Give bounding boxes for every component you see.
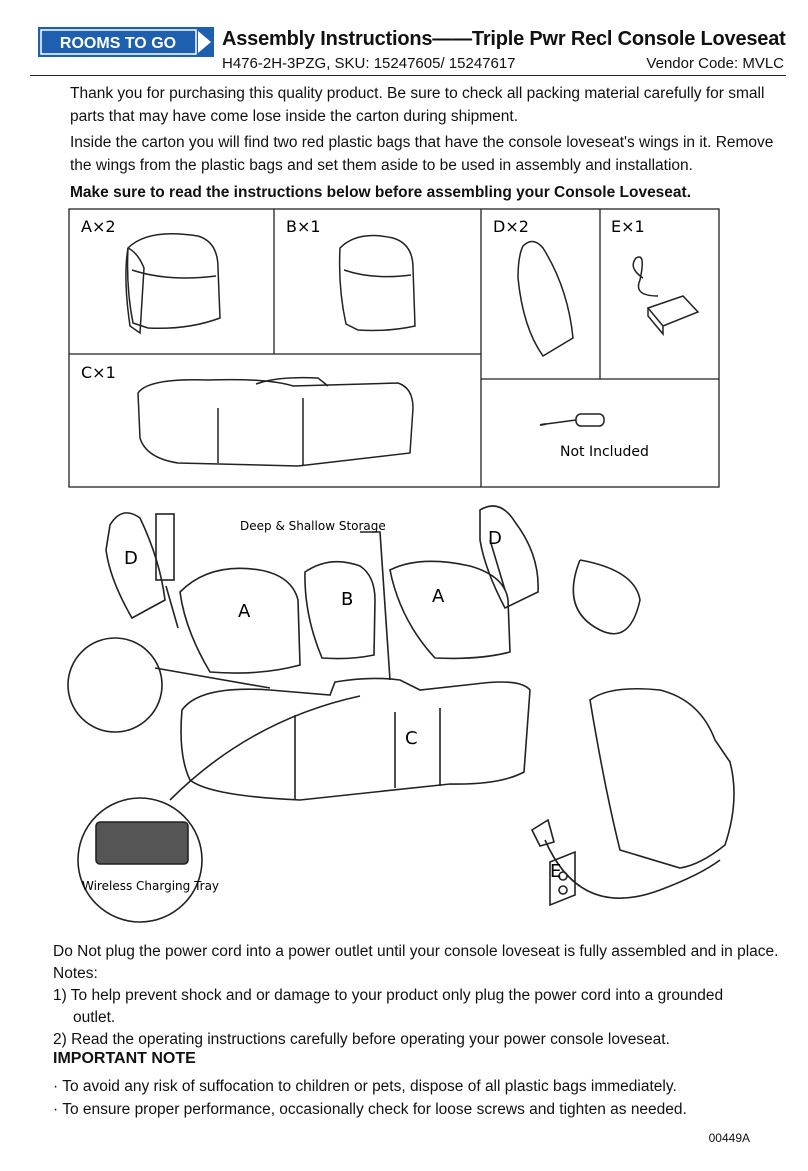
logo-text: ROOMS TO GO bbox=[60, 35, 176, 52]
intro-paragraph-2: Inside the carton you will find two red … bbox=[70, 134, 774, 174]
part-c-label: C×1 bbox=[81, 363, 116, 382]
seat-b bbox=[304, 560, 376, 660]
header-divider bbox=[30, 75, 786, 76]
document-number: 00449A bbox=[708, 1131, 750, 1145]
screwdriver-icon bbox=[539, 413, 605, 427]
important-bullet-2: · To ensure proper performance, occasion… bbox=[53, 1101, 687, 1118]
important-bullet-1: · To avoid any risk of suffocation to ch… bbox=[53, 1078, 677, 1095]
label-e: E bbox=[550, 861, 561, 882]
note-2: 2) Read the operating instructions caref… bbox=[53, 1031, 670, 1048]
important-heading: IMPORTANT NOTE bbox=[53, 1050, 196, 1067]
part-a-drawing bbox=[125, 233, 221, 335]
label-c: C bbox=[405, 728, 418, 749]
rooms-to-go-logo: ROOMS TO GO bbox=[38, 27, 214, 57]
storage-pointer bbox=[360, 531, 391, 681]
detail-zoom-circle bbox=[67, 637, 163, 733]
power-warning: Do Not plug the power cord into a power … bbox=[53, 943, 779, 960]
parts-table: A×2 B×1 D×2 E×1 C×1 Not Included bbox=[68, 208, 720, 488]
wing-d-right bbox=[479, 505, 539, 610]
label-d-left: D bbox=[124, 548, 138, 569]
seat-a-right bbox=[389, 560, 511, 660]
vendor-code: Vendor Code: MVLC bbox=[646, 55, 784, 72]
product-codes: H476-2H-3PZG, SKU: 15247605/ 15247617 bbox=[222, 55, 516, 72]
label-b: B bbox=[341, 589, 353, 610]
part-b-label: B×1 bbox=[286, 217, 321, 236]
tray-zoom-circle bbox=[77, 797, 203, 923]
arrow-right bbox=[489, 539, 506, 591]
label-a-left: A bbox=[238, 601, 251, 622]
part-a-label: A×2 bbox=[81, 217, 116, 236]
part-d-label: D×2 bbox=[493, 217, 529, 236]
seat-a-left bbox=[179, 567, 301, 674]
intro-paragraph-1: Thank you for purchasing this quality pr… bbox=[70, 85, 765, 125]
label-d-right: D bbox=[488, 528, 502, 549]
recliner-side bbox=[589, 687, 735, 869]
label-a-right: A bbox=[432, 586, 445, 607]
arrow-left bbox=[165, 585, 179, 629]
part-d-drawing bbox=[517, 240, 574, 357]
storage-label: Deep & Shallow Storage bbox=[240, 519, 386, 533]
part-b-drawing bbox=[338, 234, 416, 332]
note-1-cont: outlet. bbox=[73, 1009, 116, 1026]
notes-heading: Notes: bbox=[53, 965, 98, 982]
tray-label: Wireless Charging Tray bbox=[82, 879, 219, 893]
part-e-label: E×1 bbox=[611, 217, 645, 236]
wing-d-left bbox=[105, 512, 166, 620]
note-1: 1) To help prevent shock and or damage t… bbox=[53, 987, 724, 1004]
assembly-diagram: Deep & Shallow Storage D D A B A C E Wir… bbox=[67, 505, 735, 923]
instructions-warning: Make sure to read the instructions below… bbox=[70, 184, 692, 201]
tool-not-included: Not Included bbox=[560, 444, 649, 460]
bracket bbox=[155, 513, 175, 581]
part-c-drawing bbox=[137, 376, 414, 467]
part-e-drawing bbox=[632, 256, 700, 337]
page-title: Assembly Instructions——Triple Pwr Recl C… bbox=[222, 28, 786, 50]
